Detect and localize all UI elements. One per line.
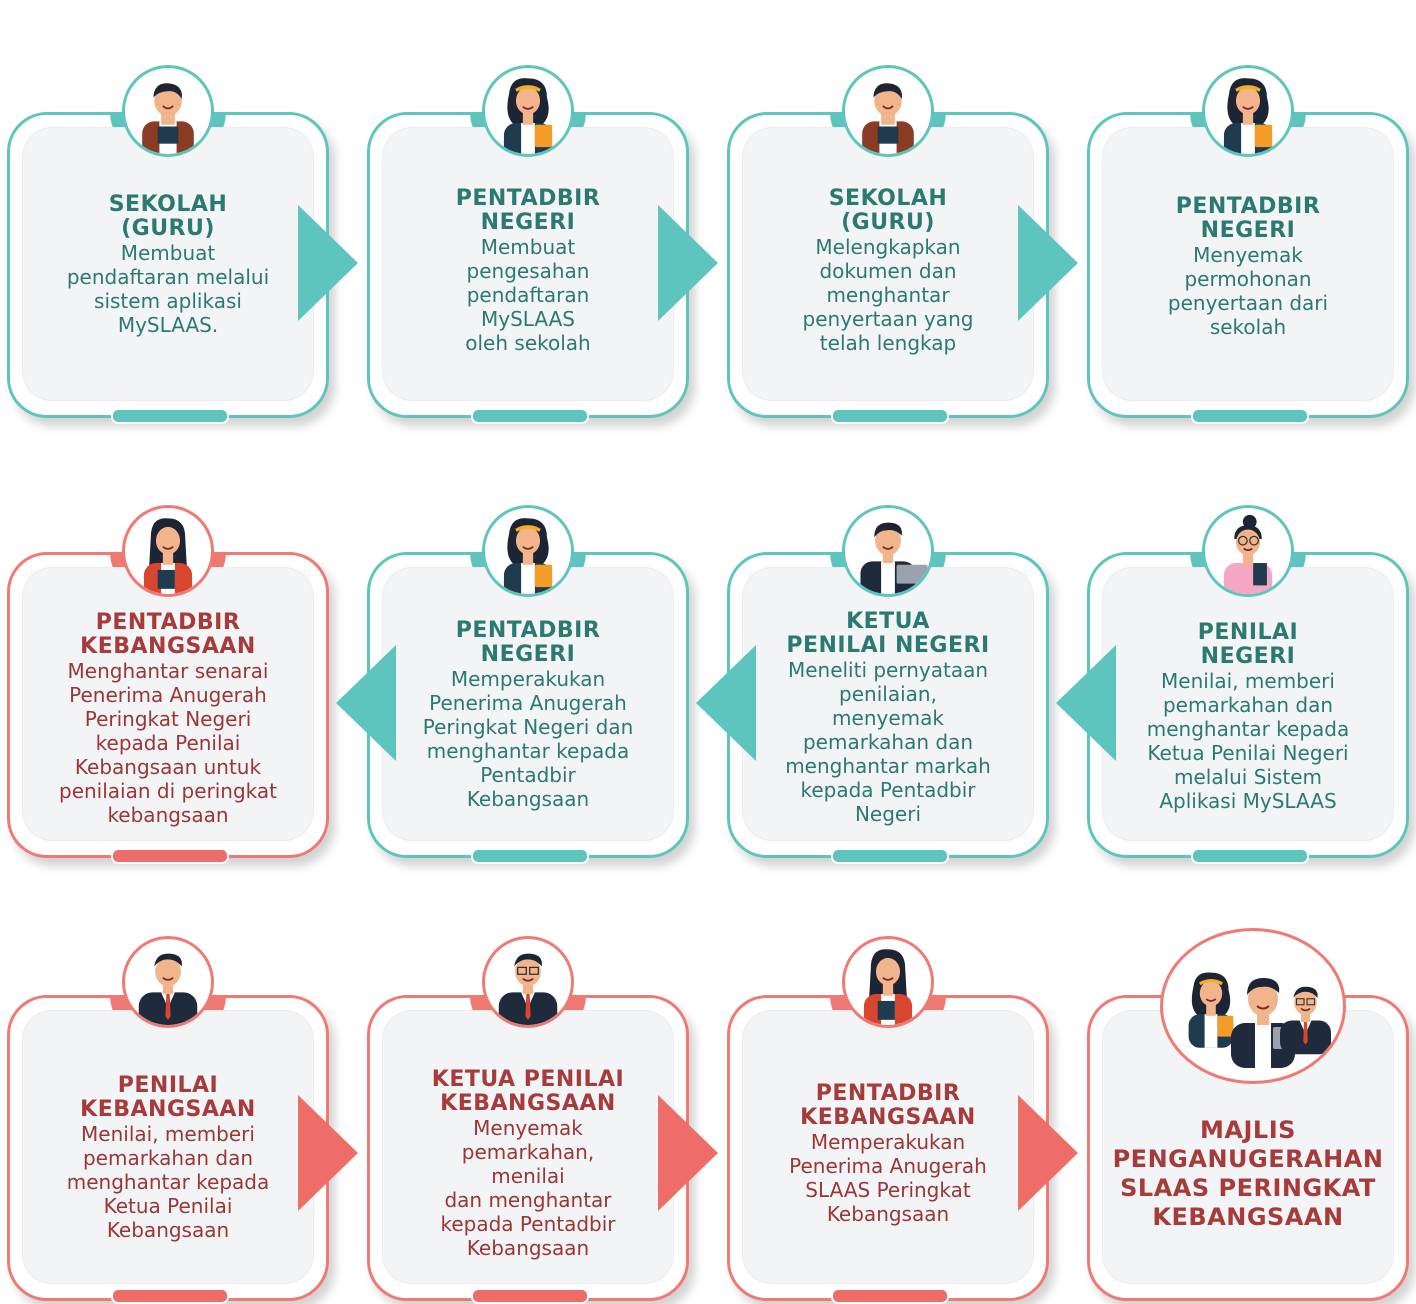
step-description: Menghantar senarai Penerima Anugerah Per…	[59, 659, 277, 827]
woman-red-jacket-icon	[122, 505, 214, 597]
step-card-7: PENTADBIR NEGERI Memperakukan Penerima A…	[367, 505, 689, 864]
step-description: Melengkapkan dokumen dan menghantar peny…	[802, 235, 974, 355]
man-suit-icon	[122, 936, 214, 1028]
step-description: Meneliti pernyataan penilaian, menyemak …	[785, 658, 991, 826]
step-card-12: MAJLIS PENGANUGERAHAN SLAAS PERINGKAT KE…	[1087, 928, 1409, 1301]
arrow-right-icon	[1018, 205, 1078, 321]
step-title: KETUA PENILAI KEBANGSAAN	[431, 1067, 625, 1116]
arrow-right-icon	[1018, 1095, 1078, 1211]
woman-folder-icon	[1202, 65, 1294, 157]
step-title: PENTADBIR KEBANGSAAN	[800, 1081, 976, 1130]
step-description: Menyemak permohonan penyertaan dari seko…	[1167, 243, 1329, 339]
step-card-4: PENTADBIR NEGERI Menyemak permohonan pen…	[1087, 65, 1409, 424]
man-glasses-suit-icon	[482, 936, 574, 1028]
group-people-icon	[1160, 928, 1346, 1084]
step-description: Menilai, memberi pemarkahan dan menghant…	[1146, 669, 1350, 813]
step-card-1: SEKOLAH (GURU) Membuat pendaftaran melal…	[7, 65, 329, 424]
step-title: KETUA PENILAI NEGERI	[786, 609, 990, 658]
step-title: PENTADBIR NEGERI	[455, 618, 601, 667]
woman-folder-icon	[482, 505, 574, 597]
step-card-10: KETUA PENILAI KEBANGSAAN Menyemak pemark…	[367, 936, 689, 1304]
woman-red-jacket-icon	[842, 936, 934, 1028]
step-card-8: PENTADBIR KEBANGSAAN Menghantar senarai …	[7, 505, 329, 864]
step-title: PENTADBIR KEBANGSAAN	[80, 610, 256, 659]
arrow-left-icon	[336, 645, 396, 761]
step-description: Memperakukan Penerima Anugerah SLAAS Per…	[789, 1130, 987, 1226]
arrow-right-icon	[658, 205, 718, 321]
step-card-2: PENTADBIR NEGERI Membuat pengesahan pend…	[367, 65, 689, 424]
step-title: PENTADBIR NEGERI	[1175, 194, 1321, 243]
step-card-3: SEKOLAH (GURU) Melengkapkan dokumen dan …	[727, 65, 1049, 424]
step-description: Membuat pendaftaran melalui sistem aplik…	[66, 241, 270, 337]
arrow-right-icon	[298, 1095, 358, 1211]
step-title: PENTADBIR NEGERI	[455, 186, 601, 235]
arrow-left-icon	[696, 645, 756, 761]
arrow-right-icon	[298, 205, 358, 321]
step-card-5: PENILAI NEGERI Menilai, memberi pemarkah…	[1087, 505, 1409, 864]
arrow-right-icon	[658, 1095, 718, 1211]
step-card-6: KETUA PENILAI NEGERI Meneliti pernyataan…	[727, 505, 1049, 864]
woman-glasses-icon	[1202, 505, 1294, 597]
arrow-left-icon	[1056, 645, 1116, 761]
teacher-pointer-icon	[122, 65, 214, 157]
step-card-9: PENILAI KEBANGSAAN Menilai, memberi pema…	[7, 936, 329, 1304]
step-title: PENILAI NEGERI	[1197, 620, 1299, 669]
step-title: SEKOLAH (GURU)	[108, 192, 228, 241]
step-title: MAJLIS PENGANUGERAHAN SLAAS PERINGKAT KE…	[1112, 1116, 1384, 1231]
step-title: PENILAI KEBANGSAAN	[80, 1073, 256, 1122]
teacher-pointer-icon	[842, 65, 934, 157]
step-description: Membuat pengesahan pendaftaran MySLAAS o…	[465, 235, 591, 355]
man-laptop-icon	[842, 505, 934, 597]
step-description: Menyemak pemarkahan, menilai dan menghan…	[440, 1116, 616, 1260]
step-description: Menilai, memberi pemarkahan dan menghant…	[66, 1122, 270, 1242]
woman-folder-icon	[482, 65, 574, 157]
step-card-11: PENTADBIR KEBANGSAAN Memperakukan Peneri…	[727, 936, 1049, 1304]
step-description: Memperakukan Penerima Anugerah Peringkat…	[422, 667, 634, 811]
step-title: SEKOLAH (GURU)	[828, 186, 948, 235]
